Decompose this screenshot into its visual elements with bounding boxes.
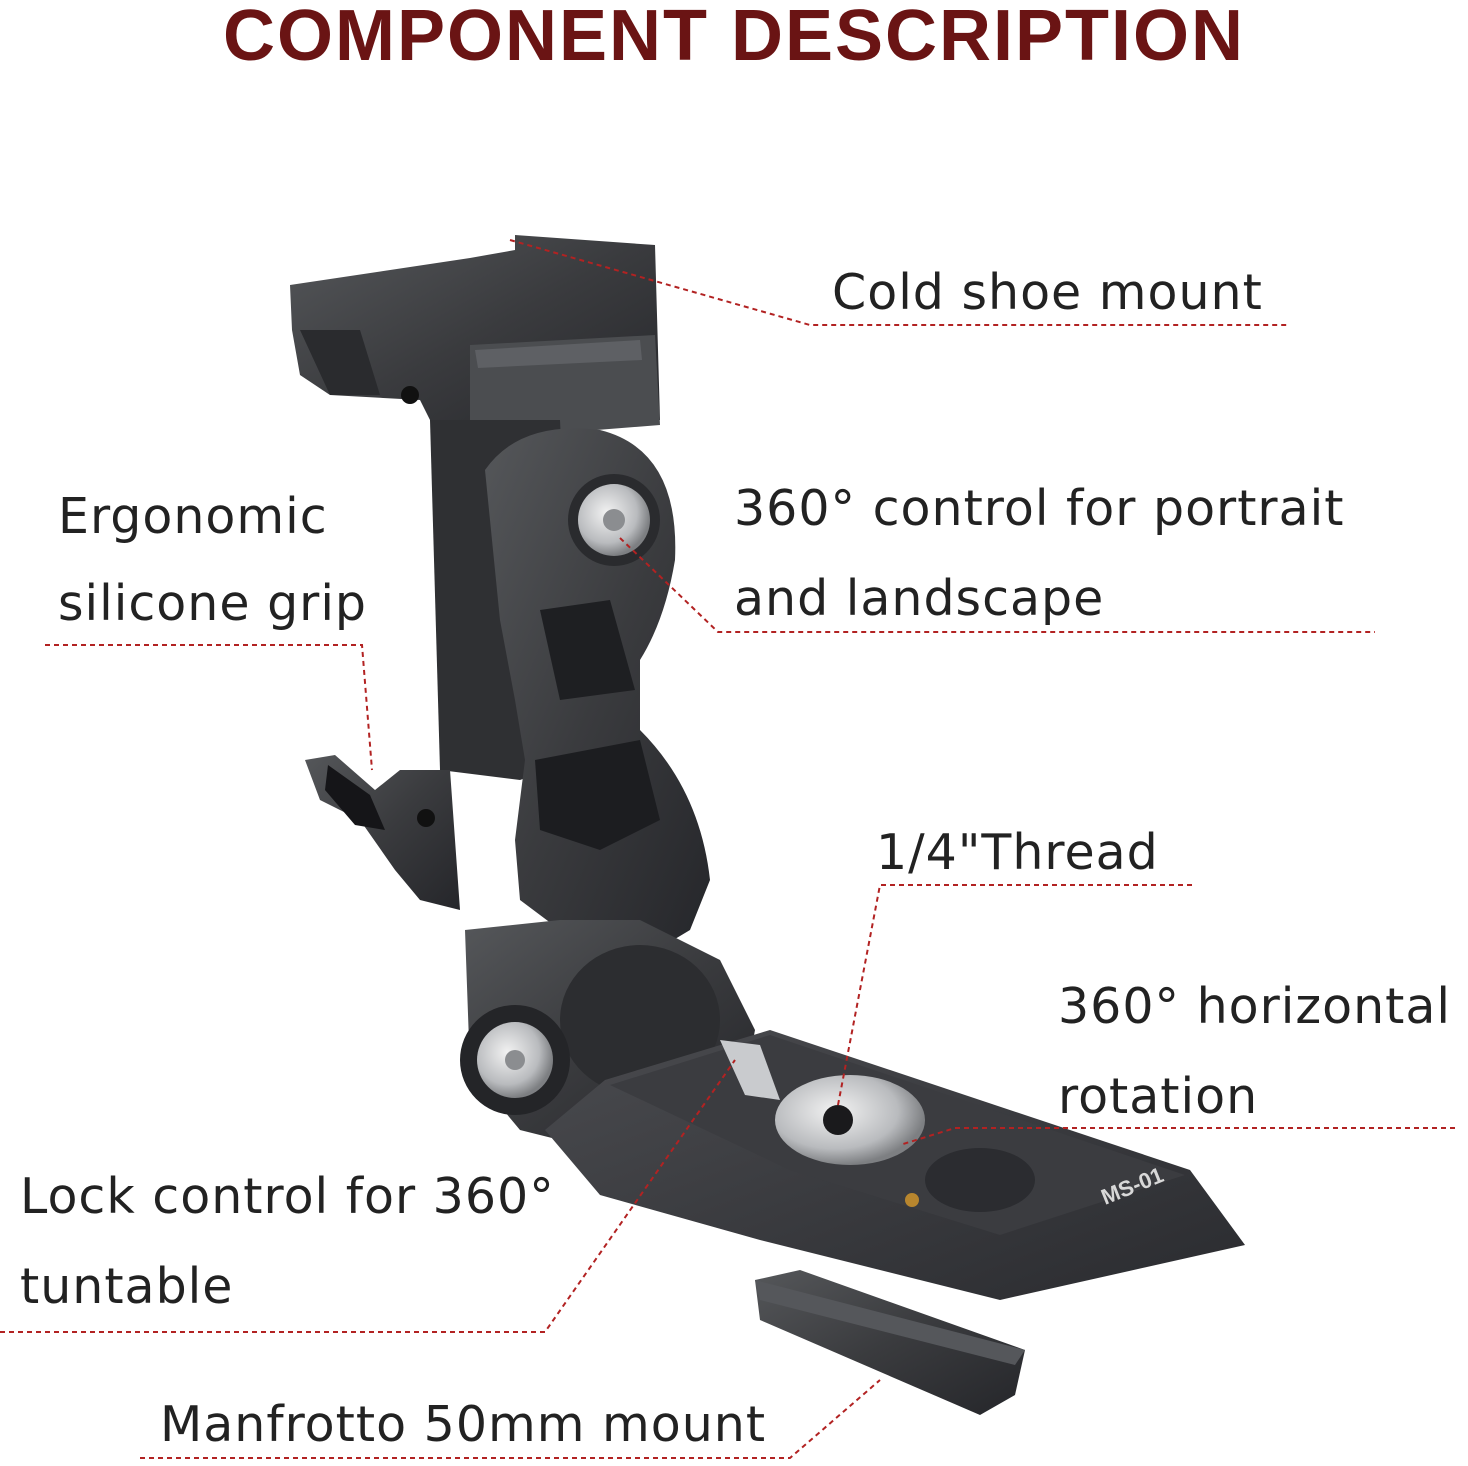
base-plate: MS-01 [545, 1030, 1245, 1300]
thread-leader [837, 884, 1192, 1106]
page-title: COMPONENT DESCRIPTION [222, 0, 1246, 76]
label-lock-line2: tuntable [20, 1258, 234, 1315]
control-leader [619, 537, 1375, 633]
ergonomic-leader [45, 644, 373, 771]
label-control-line1: 360° control for portrait [734, 480, 1345, 537]
cold-shoe-leader [509, 239, 1288, 326]
horizontal-leader [899, 1127, 1455, 1146]
label-horizontal-line2: rotation [1058, 1068, 1259, 1125]
label-ergonomic-line1: Ergonomic [58, 488, 328, 545]
label-lock-line1: Lock control for 360° [20, 1168, 555, 1225]
manfrotto-leader [140, 1379, 881, 1459]
label-thread: 1/4"Thread [876, 824, 1159, 881]
vertical-arm [430, 420, 710, 960]
lock-leader [0, 1059, 736, 1333]
label-horizontal-line1: 360° horizontal [1058, 978, 1452, 1035]
label-ergonomic-line2: silicone grip [58, 575, 368, 632]
label-cold-shoe: Cold shoe mount [832, 264, 1263, 321]
leader-lines [0, 239, 1455, 1459]
lower-clamp-jaw [305, 755, 460, 910]
cold-shoe-clamp [290, 235, 660, 440]
label-manfrotto: Manfrotto 50mm mount [160, 1396, 767, 1453]
manfrotto-rail [755, 1270, 1025, 1415]
label-control-line2: and landscape [734, 570, 1105, 627]
